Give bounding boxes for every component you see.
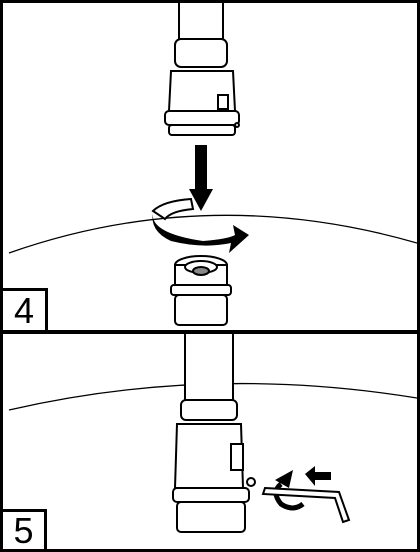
hex-key-icon	[261, 486, 351, 524]
nut-icon	[172, 423, 256, 533]
step-5-panel: 5	[0, 331, 420, 552]
valve-icon	[170, 255, 232, 326]
pipe-icon	[164, 3, 240, 136]
down-arrow-icon	[189, 145, 213, 211]
step-5-illustration	[8, 334, 417, 533]
rotate-arrow-icon	[151, 197, 249, 253]
step-4-panel: 4	[0, 0, 420, 333]
sink-edge	[8, 214, 417, 254]
step-number-5: 5	[3, 509, 47, 549]
step-number-4: 4	[3, 288, 48, 330]
pipe-icon	[180, 334, 238, 421]
step-4-illustration	[8, 3, 417, 326]
down-arrow-icon	[305, 466, 331, 486]
